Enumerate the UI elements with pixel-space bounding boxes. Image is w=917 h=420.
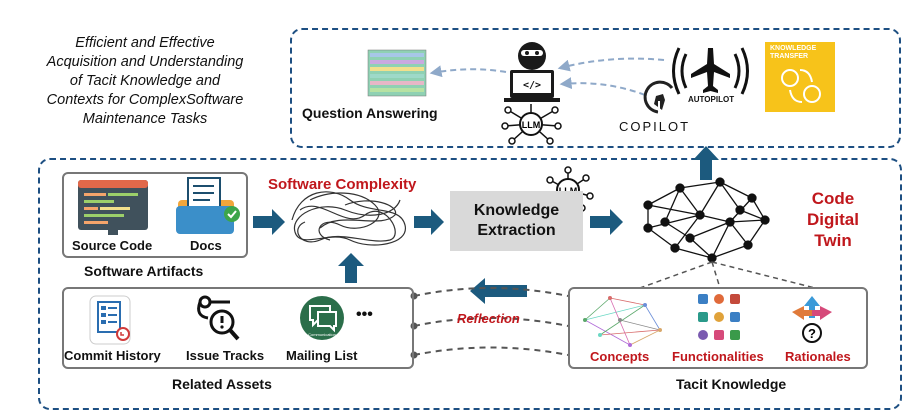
tangle-icon xyxy=(291,191,406,246)
arrow-artifacts-to-tangle xyxy=(253,209,285,235)
llm-network-icon-top xyxy=(501,104,562,145)
software-artifacts-box xyxy=(62,172,248,258)
developer-icon: </> xyxy=(504,42,560,102)
dashed-connectors xyxy=(413,287,569,356)
copilot-logo-icon xyxy=(643,80,674,114)
communication-caption: Communication xyxy=(308,332,336,337)
mailing-list-label: Mailing List xyxy=(286,348,358,363)
source-code-icon xyxy=(78,180,148,235)
tacit-knowledge-box xyxy=(568,287,868,369)
source-code-label: Source Code xyxy=(72,238,153,253)
related-assets-title: Related Assets xyxy=(172,376,272,392)
arrow-tangle-to-extraction xyxy=(414,209,444,235)
functionalities-label: Functionalities xyxy=(672,349,764,364)
tacit-knowledge-title: Tacit Knowledge xyxy=(676,376,787,392)
bottom-panel-frame xyxy=(38,158,902,410)
autopilot-icon xyxy=(672,47,749,95)
question-answering-label: Question Answering xyxy=(302,105,438,121)
rationales-question-mark: ? xyxy=(808,326,816,341)
rationales-icon xyxy=(792,296,832,343)
arrow-twin-to-top xyxy=(693,146,719,180)
autopilot-label: AUTOPILOT xyxy=(688,95,735,104)
arrow-reflection xyxy=(470,278,527,304)
knowledge-transfer-icon xyxy=(765,42,835,112)
knowledge-transfer-label: KNOWLEDGE TRANSFER xyxy=(770,45,817,60)
more-ellipsis: ••• xyxy=(356,306,373,323)
top-panel-frame xyxy=(290,28,901,148)
reflection-label: Reflection xyxy=(457,311,520,326)
llm-badge-top: LLM xyxy=(522,120,541,130)
intro-text: Efficient and Effective Acquisition and … xyxy=(46,35,244,127)
digital-twin-network-icon xyxy=(643,177,770,263)
flow-arrows xyxy=(253,146,719,304)
twin-to-tacit-dashed xyxy=(639,261,816,289)
related-assets-box xyxy=(62,287,414,369)
concepts-graph-icon xyxy=(583,296,662,347)
issue-tracks-label: Issue Tracks xyxy=(186,348,265,363)
mailing-list-icon xyxy=(300,296,344,340)
docs-label: Docs xyxy=(190,238,222,253)
code-digital-twin-label: Code Digital Twin xyxy=(807,189,859,250)
knowledge-extraction-box: Knowledge Extraction xyxy=(450,191,583,251)
arrow-extraction-to-twin xyxy=(590,209,623,235)
svg-text:</>: </> xyxy=(523,80,541,91)
functionalities-icon-grid xyxy=(698,294,740,340)
copilot-label: COPILOT xyxy=(619,119,691,134)
commit-history-icon xyxy=(89,295,131,345)
dashed-arrow-from-copilot xyxy=(559,77,646,96)
concepts-label: Concepts xyxy=(590,349,650,364)
software-complexity-label: Software Complexity xyxy=(268,176,417,193)
arrow-assets-to-tangle xyxy=(338,253,364,283)
rationales-label: Rationales xyxy=(785,349,851,364)
commit-history-label: Commit History xyxy=(64,348,161,363)
issue-tracks-icon xyxy=(197,295,240,341)
docs-icon xyxy=(176,177,240,234)
dashed-arrow-from-autopilot xyxy=(557,57,665,72)
qa-thumbnail-icon xyxy=(367,49,427,97)
software-artifacts-title: Software Artifacts xyxy=(84,263,204,279)
